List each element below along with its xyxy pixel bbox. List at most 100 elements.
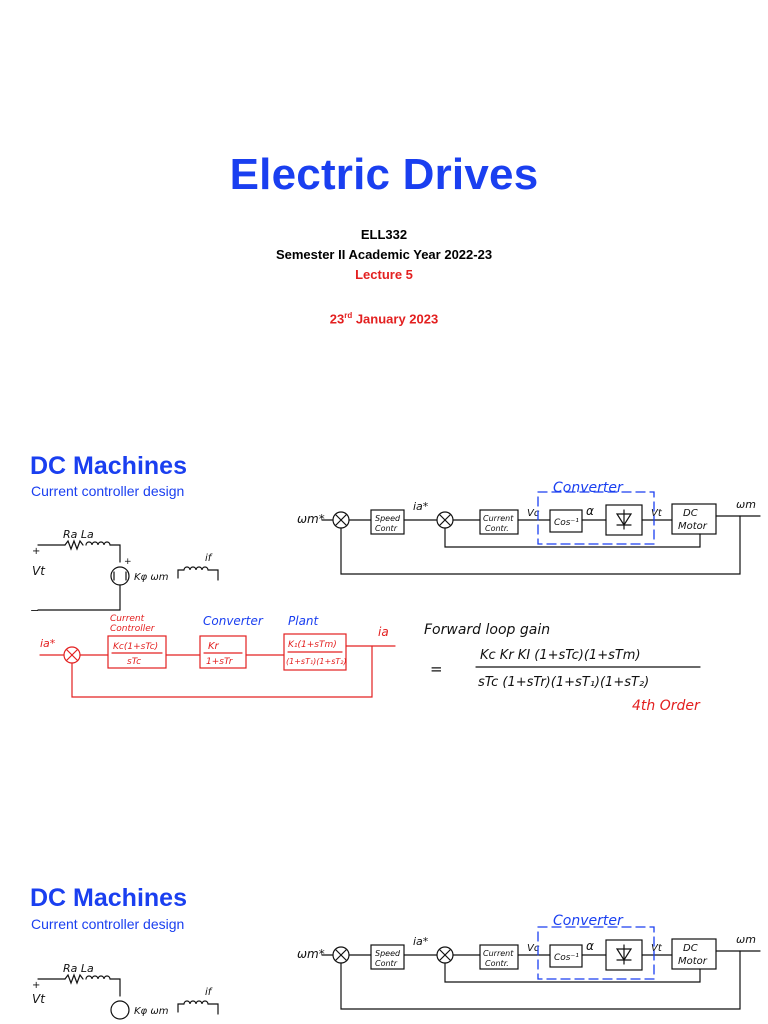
- inductor-icon: [85, 541, 111, 546]
- td-current-ctrl-l2: Contr.: [485, 524, 509, 533]
- inductor-icon: [85, 975, 111, 980]
- slide-subtitle: Current controller design: [31, 916, 185, 932]
- rd-controller-num: Kc(1+sTc): [113, 642, 158, 652]
- dc-machines-slide-repeat: DC Machines Current controller design ωm…: [0, 860, 768, 1024]
- circuit-plus-1: +: [124, 557, 132, 567]
- rd-controller-den: sTc: [127, 657, 141, 667]
- td-dc-motor-block: [671, 938, 717, 970]
- rd-input-label: ia*: [40, 637, 56, 650]
- deck-title: Electric Drives: [229, 150, 539, 199]
- dc-machines-slide: DC Machines Current controller design ωm…: [0, 430, 768, 860]
- td-alpha-label: α: [586, 939, 594, 953]
- td-input-label: ωm*: [297, 512, 325, 526]
- date-rest: January 2023: [352, 311, 439, 327]
- circuit-field-label: if: [205, 987, 213, 998]
- td-current-controller-block: [479, 509, 519, 535]
- rd-converter-block: [199, 635, 247, 669]
- field-winding-icon: [183, 566, 209, 571]
- speed-loop-diagram: ωm* Speed Contr ia* Current Contr. Vc Co…: [297, 480, 761, 575]
- gain-denominator: sTc (1+sTr)(1+sT₁)(1+sT₂): [478, 675, 649, 690]
- title-slide: Electric Drives ELL332 Semester II Acade…: [0, 0, 768, 430]
- td-cos-label: Cos⁻¹: [554, 518, 579, 528]
- slide-title: DC Machines: [30, 452, 187, 480]
- td-motor-l2: Motor: [678, 956, 708, 967]
- circuit-minus: −: [30, 604, 39, 617]
- td-dc-motor-block: [671, 503, 717, 535]
- circuit-vt-label: Vt: [32, 992, 46, 1006]
- rd-plant-block: [283, 633, 347, 671]
- td-output-label: ωm: [736, 933, 756, 946]
- rd-controller-label-l1: Current: [110, 614, 145, 624]
- current-loop-diagram: ia* Current Controller Kc(1+sTc) sTc Con…: [39, 614, 396, 698]
- td-motor-l2: Motor: [678, 521, 708, 532]
- td-current-controller-block: [479, 944, 519, 970]
- circuit-field-label: if: [205, 553, 213, 564]
- armature-circuit: Ra La Kφ ωm + Vt if: [32, 962, 219, 1020]
- td-cos-block: [549, 509, 583, 533]
- resistor-icon: [64, 539, 84, 551]
- td-current-ctrl-l2: Contr.: [485, 959, 509, 968]
- td-output-label: ωm: [736, 498, 756, 511]
- semester-line: Semester II Academic Year 2022-23: [275, 247, 493, 262]
- rd-plant-label: Plant: [288, 614, 320, 628]
- circuit-ra-la-label: Ra La: [63, 528, 94, 541]
- rd-converter-den: 1+sTr: [206, 657, 234, 667]
- slide-title: DC Machines: [30, 884, 187, 912]
- td-vt-label: Vt: [651, 943, 663, 954]
- td-converter-label: Converter: [553, 913, 624, 929]
- rd-controller-block: [107, 635, 167, 669]
- td-current-ref-label: ia*: [413, 500, 429, 513]
- gain-equals: =: [430, 660, 443, 678]
- td-current-ctrl-l1: Current: [483, 514, 514, 523]
- gain-heading: Forward loop gain: [424, 622, 550, 638]
- gain-numerator: Kc Kr KI (1+sTc)(1+sTm): [480, 648, 641, 663]
- td-vt-label: Vt: [651, 508, 663, 519]
- circuit-plus-2: +: [32, 980, 40, 991]
- handwritten-diagrams: ωm* Speed Contr ia* Current Contr. Vc Co…: [30, 480, 761, 714]
- circuit-emf-label: Kφ ωm: [134, 1006, 169, 1017]
- td-current-ref-label: ia*: [413, 935, 429, 948]
- rd-output-label: ia: [378, 625, 389, 639]
- rd-plant-num: K₁(1+sTm): [288, 640, 337, 650]
- resistor-icon: [64, 973, 84, 985]
- td-cos-label: Cos⁻¹: [554, 953, 579, 963]
- lecture-number: Lecture 5: [355, 267, 413, 282]
- course-code: ELL332: [360, 227, 408, 242]
- td-current-ctrl-l1: Current: [483, 949, 514, 958]
- td-motor-l1: DC: [683, 943, 698, 954]
- slide-subtitle: Current controller design: [31, 483, 185, 499]
- field-winding-icon: [183, 1000, 209, 1005]
- forward-loop-gain: Forward loop gain = Kc Kr KI (1+sTc)(1+s…: [424, 622, 701, 714]
- td-speed-ctrl-l2: Contr: [375, 524, 398, 533]
- circuit-vt-label: Vt: [32, 564, 46, 578]
- lecture-date: 23rd January 2023: [0, 311, 768, 326]
- gain-order: 4th Order: [632, 698, 701, 714]
- td-alpha-label: α: [586, 504, 594, 518]
- rd-plant-den: (1+sT₁)(1+sT₂): [286, 657, 347, 666]
- td-input-label: ωm*: [297, 947, 325, 961]
- speed-loop-diagram: ωm* Speed Contr ia* Current Contr. Vc Co…: [297, 913, 761, 1010]
- circuit-ra-la-label: Ra La: [63, 962, 94, 975]
- dc-motor-icon: [110, 1000, 130, 1020]
- td-vc-label: Vc: [527, 508, 540, 519]
- td-speed-ctrl-l1: Speed: [375, 949, 401, 958]
- td-cos-block: [549, 944, 583, 968]
- td-vc-label: Vc: [527, 943, 540, 954]
- rd-converter-label: Converter: [203, 614, 264, 628]
- circuit-emf-label: Kφ ωm: [134, 572, 169, 583]
- armature-circuit: Ra La + Kφ ωm + Vt − if: [30, 528, 219, 617]
- td-speed-controller-block: [370, 944, 405, 970]
- date-day: 23: [329, 311, 345, 327]
- td-converter-group: [537, 491, 655, 545]
- rd-converter-num: Kr: [208, 641, 220, 652]
- td-converter-group: [537, 926, 655, 980]
- circuit-plus-2: +: [32, 546, 40, 557]
- rd-controller-label-l2: Controller: [110, 624, 156, 634]
- td-speed-ctrl-l1: Speed: [375, 514, 401, 523]
- td-speed-ctrl-l2: Contr: [375, 959, 398, 968]
- td-speed-controller-block: [370, 509, 405, 535]
- handwritten-diagrams: ωm* Speed Contr ia* Current Contr. Vc Co…: [32, 913, 761, 1020]
- date-suffix: rd: [344, 311, 353, 320]
- td-converter-label: Converter: [553, 480, 624, 496]
- td-motor-l1: DC: [683, 508, 698, 519]
